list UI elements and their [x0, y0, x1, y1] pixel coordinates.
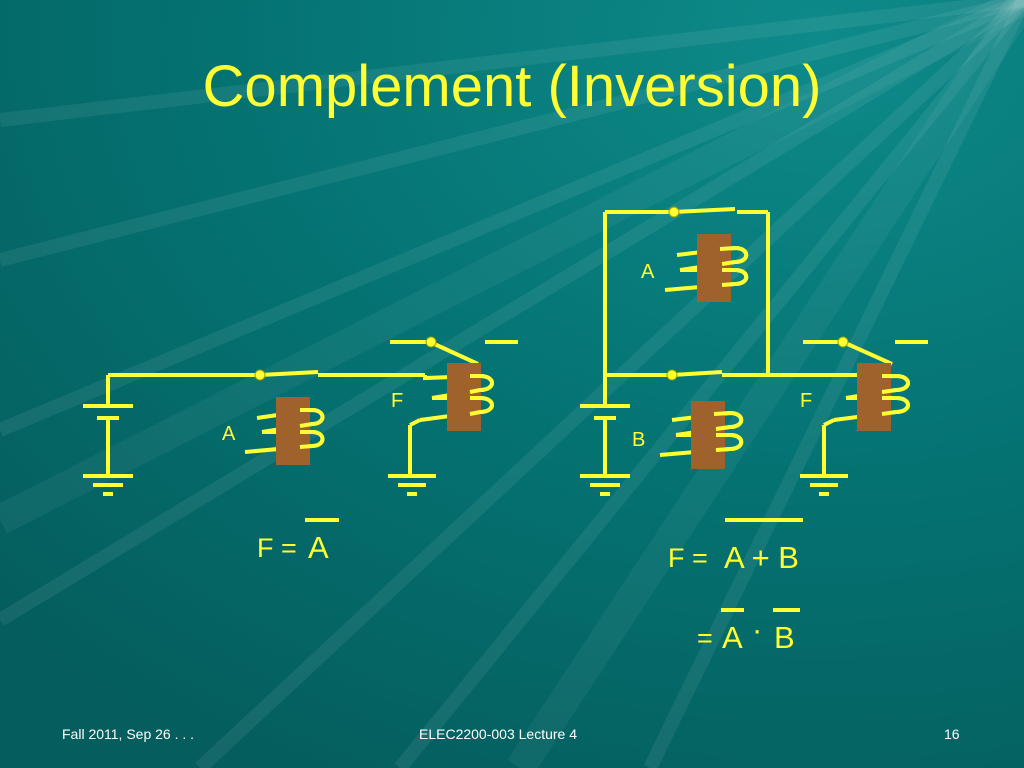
switch-contact-f: [429, 340, 479, 366]
slide-title: Complement (Inversion): [202, 54, 822, 119]
coil-winding-f: [469, 396, 494, 416]
coil-winding-a: [299, 408, 325, 428]
switch-contact-a: [672, 207, 736, 214]
relay-label-f: F: [800, 390, 812, 412]
contact-pivot: [666, 369, 678, 381]
right-circuit: [580, 207, 928, 496]
contact-pivot: [254, 369, 266, 381]
contact-pivot: [668, 206, 680, 218]
equation-left-prefix: F =: [257, 533, 297, 563]
equation-right2-b: B: [774, 620, 795, 655]
relay-label-b: B: [632, 429, 645, 451]
equation-right2-dot: ·: [752, 612, 762, 647]
switch-contact-a: [259, 370, 319, 377]
coil-winding-f: [881, 374, 910, 394]
equation-left-operand: A: [308, 530, 329, 565]
wire: [409, 418, 421, 427]
coil-winding-a: [721, 268, 749, 287]
wire: [823, 418, 835, 427]
coil-winding-a: [299, 430, 325, 449]
footer-date: Fall 2011, Sep 26 . . .: [62, 726, 195, 742]
ground-icon: [580, 474, 630, 496]
contact-pivot: [425, 336, 437, 348]
slide-number: 16: [944, 726, 960, 742]
coil-winding-a: [719, 245, 749, 266]
equation-right2-prefix: =: [697, 623, 713, 653]
equation-right2-a: A: [722, 620, 743, 655]
ground-icon: [83, 474, 133, 496]
switch-contact-f: [842, 340, 893, 366]
coil-winding-f: [469, 374, 494, 394]
switch-contact-b: [671, 370, 723, 377]
relay-label-a: A: [222, 423, 236, 445]
coil-winding-b: [715, 433, 744, 452]
equation-right-expr: A + B: [724, 540, 799, 575]
relay-label-a: A: [641, 261, 655, 283]
relay-label-f: F: [391, 390, 403, 412]
coil-winding-f: [881, 396, 910, 416]
equation-right-prefix: F =: [668, 543, 708, 573]
contact-pivot: [837, 336, 849, 348]
coil-winding-b: [713, 410, 744, 431]
footer-course: ELEC2200-003 Lecture 4: [419, 726, 577, 742]
ground-icon: [800, 474, 848, 496]
ground-icon: [388, 474, 436, 496]
